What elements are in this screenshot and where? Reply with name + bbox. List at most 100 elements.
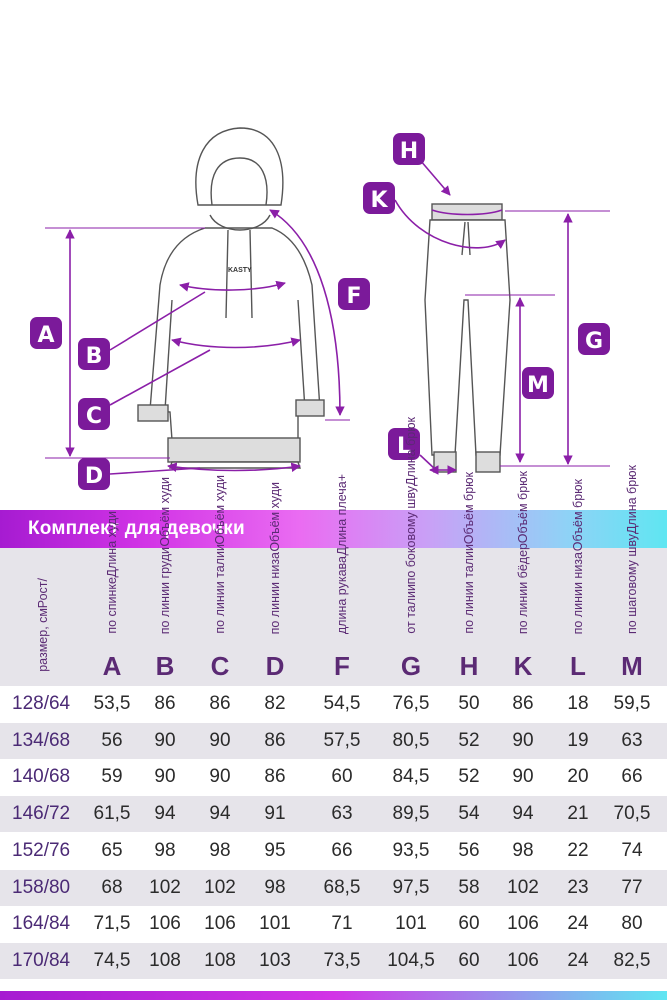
- badge-D-label: D: [85, 464, 103, 489]
- column-header-line: Длина плеча+: [335, 474, 349, 556]
- value-cell: 95: [264, 839, 286, 861]
- badge-A-label: A: [37, 323, 54, 348]
- value-cell: 106: [507, 949, 539, 971]
- value-cell: 82,5: [613, 949, 651, 971]
- value-cell: 94: [154, 803, 176, 825]
- value-cell: 76,5: [392, 693, 430, 714]
- size-header-line-1: Рост/: [36, 578, 50, 609]
- value-cell: 61,5: [93, 803, 131, 825]
- badge-K: K: [363, 182, 395, 214]
- value-cell: 58: [458, 876, 480, 898]
- column-header-line: по линии низа: [571, 551, 585, 634]
- size-cell: 152/76: [12, 839, 71, 861]
- value-cell: 24: [567, 949, 589, 971]
- column-letter: G: [400, 651, 422, 681]
- column-header-line: Объём брюк: [516, 470, 530, 543]
- value-cell: 21: [567, 803, 589, 825]
- hoodie-drawing: [137, 127, 325, 469]
- value-cell: 19: [567, 729, 589, 751]
- value-cell: 63: [621, 729, 643, 751]
- value-cell: 80,5: [392, 729, 430, 751]
- column-header-line: Объём худи: [158, 477, 172, 547]
- value-cell: 52: [458, 766, 480, 788]
- value-cell: 65: [101, 839, 123, 861]
- measurement-diagram: KASTY: [30, 127, 610, 490]
- column-letter: M: [621, 651, 643, 681]
- value-cell: 68,5: [323, 876, 361, 898]
- value-cell: 54: [458, 803, 480, 825]
- badge-H-label: H: [400, 139, 418, 164]
- value-cell: 98: [264, 876, 286, 898]
- value-cell: 89,5: [392, 803, 430, 825]
- badge-B: B: [78, 338, 110, 370]
- size-header-line-2: размер, см: [36, 608, 50, 672]
- value-cell: 59,5: [613, 693, 651, 714]
- value-cell: 90: [209, 729, 231, 751]
- value-cell: 68: [101, 876, 123, 898]
- value-cell: 18: [567, 693, 589, 714]
- value-cell: 98: [512, 839, 534, 861]
- value-cell: 86: [264, 766, 286, 788]
- column-letter: B: [155, 651, 175, 681]
- value-cell: 102: [149, 876, 181, 898]
- value-cell: 80: [621, 913, 643, 935]
- value-cell: 84,5: [392, 766, 430, 788]
- value-cell: 86: [154, 693, 176, 714]
- value-cell: 74,5: [93, 949, 131, 971]
- badge-C-label: C: [86, 404, 102, 429]
- badge-M: M: [522, 367, 554, 399]
- column-header-line: Длина брюк: [625, 465, 639, 535]
- column-letter: H: [459, 651, 479, 681]
- column-header-line: Объём брюк: [462, 472, 476, 545]
- pants-drawing: [424, 203, 511, 473]
- column-header-line: по линии бёдер: [516, 542, 530, 634]
- value-cell: 108: [149, 949, 181, 971]
- badge-F: F: [338, 278, 370, 310]
- column-header-line: по шаговому шву: [625, 534, 639, 634]
- value-cell: 90: [209, 766, 231, 788]
- column-header-line: Объём брюк: [571, 479, 585, 552]
- badge-L: L: [388, 428, 420, 460]
- size-column-header: Рост/ размер, см: [0, 548, 86, 686]
- value-cell: 97,5: [392, 876, 430, 898]
- value-cell: 86: [209, 693, 231, 714]
- value-cell: 77: [621, 876, 643, 898]
- value-cell: 60: [458, 949, 480, 971]
- value-cell: 59: [101, 766, 123, 788]
- column-header-line: по линии талии: [213, 544, 227, 634]
- value-cell: 56: [458, 839, 480, 861]
- value-cell: 93,5: [392, 839, 430, 861]
- column-header-line: длина рукава: [335, 555, 349, 634]
- value-cell: 106: [507, 913, 539, 935]
- value-cell: 106: [204, 913, 236, 935]
- value-cell: 86: [264, 729, 286, 751]
- column-letter: A: [102, 651, 122, 681]
- value-cell: 90: [154, 766, 176, 788]
- value-cell: 52: [458, 729, 480, 751]
- badge-F-label: F: [346, 284, 361, 309]
- value-cell: 60: [331, 766, 353, 788]
- value-cell: 63: [331, 803, 353, 825]
- value-cell: 104,5: [387, 949, 435, 971]
- column-header-line: по боковому шву: [404, 485, 418, 585]
- value-cell: 22: [567, 839, 589, 861]
- value-cell: 98: [209, 839, 231, 861]
- column-header-line: Объём худи: [213, 474, 227, 545]
- badge-A: A: [30, 317, 62, 349]
- value-cell: 71: [331, 913, 353, 935]
- badge-C: C: [78, 398, 110, 430]
- hoodie-logo: KASTY: [228, 267, 252, 274]
